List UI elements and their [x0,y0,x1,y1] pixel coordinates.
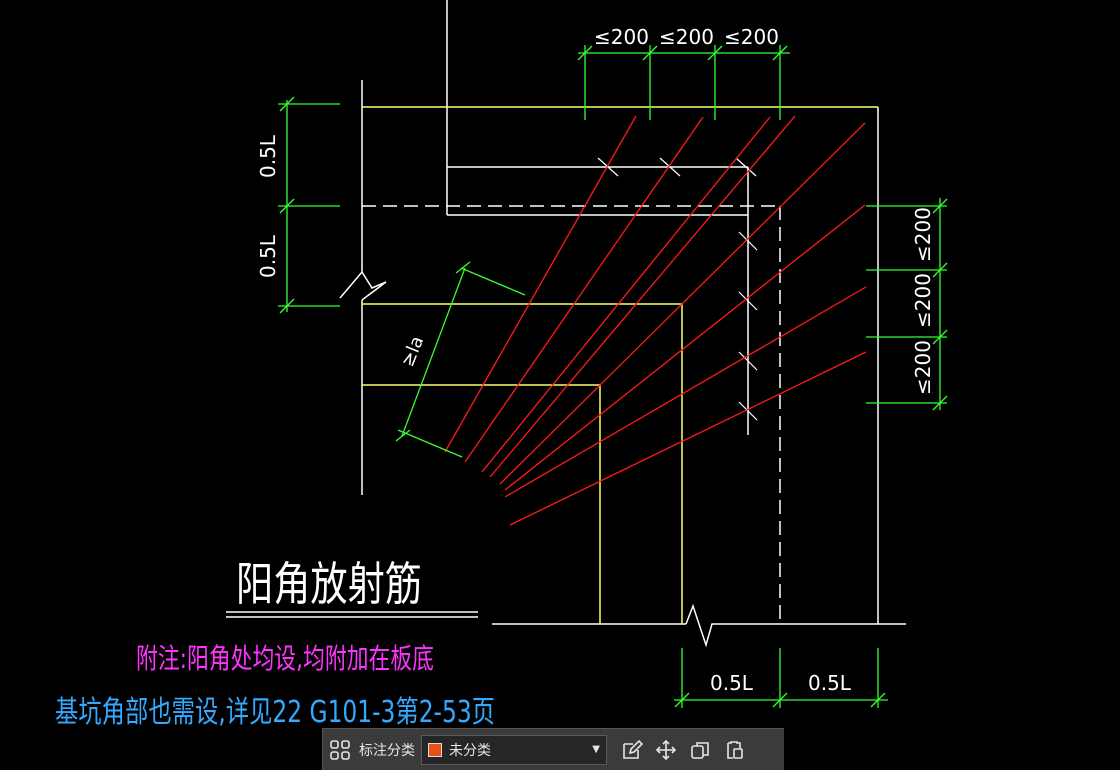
dim-bottom-1: 0.5L [710,671,754,695]
dim-anchor-label: ≥la [397,333,428,370]
dim-top-1: ≤200 [594,25,649,49]
move-icon[interactable] [649,733,683,767]
dim-right-3: ≤200 [911,340,935,395]
dim-top-2: ≤200 [659,25,714,49]
dim-top-labels: ≤200 ≤200 ≤200 [594,25,779,49]
category-color-swatch [428,742,442,757]
edit-icon[interactable] [615,733,649,767]
dim-right-labels: ≤200 ≤200 ≤200 [911,207,935,395]
dimension-lines [278,45,948,708]
category-dropdown[interactable]: 未分类 ▼ [421,734,607,765]
rebar-ticks [597,157,758,421]
dim-bottom-labels: 0.5L 0.5L [710,671,852,695]
wall-outline [226,0,906,648]
dim-left-2: 0.5L [256,234,280,278]
dim-right-2: ≤200 [911,273,935,328]
dim-left-labels: 0.5L 0.5L [256,134,280,278]
dim-right-1: ≤200 [911,207,935,262]
drawing-title: 阳角放射筋 [236,557,422,611]
note-line-2: 基坑角部也需设,详见22 G101-3第2-53页 [55,695,495,730]
grid-icon[interactable] [323,733,357,767]
radial-rebars [444,115,867,526]
category-label: 标注分类 [359,742,415,759]
copy-icon[interactable] [683,733,717,767]
annotation-toolbar: 标注分类 未分类 ▼ [322,728,784,770]
chevron-down-icon: ▼ [592,744,600,755]
dim-bottom-2: 0.5L [808,671,852,695]
category-value: 未分类 [449,742,491,759]
paste-icon[interactable] [717,733,751,767]
note-line-1: 附注:阳角处均设,均附加在板底 [136,642,434,675]
dim-top-3: ≤200 [724,25,779,49]
dim-left-1: 0.5L [256,134,280,178]
